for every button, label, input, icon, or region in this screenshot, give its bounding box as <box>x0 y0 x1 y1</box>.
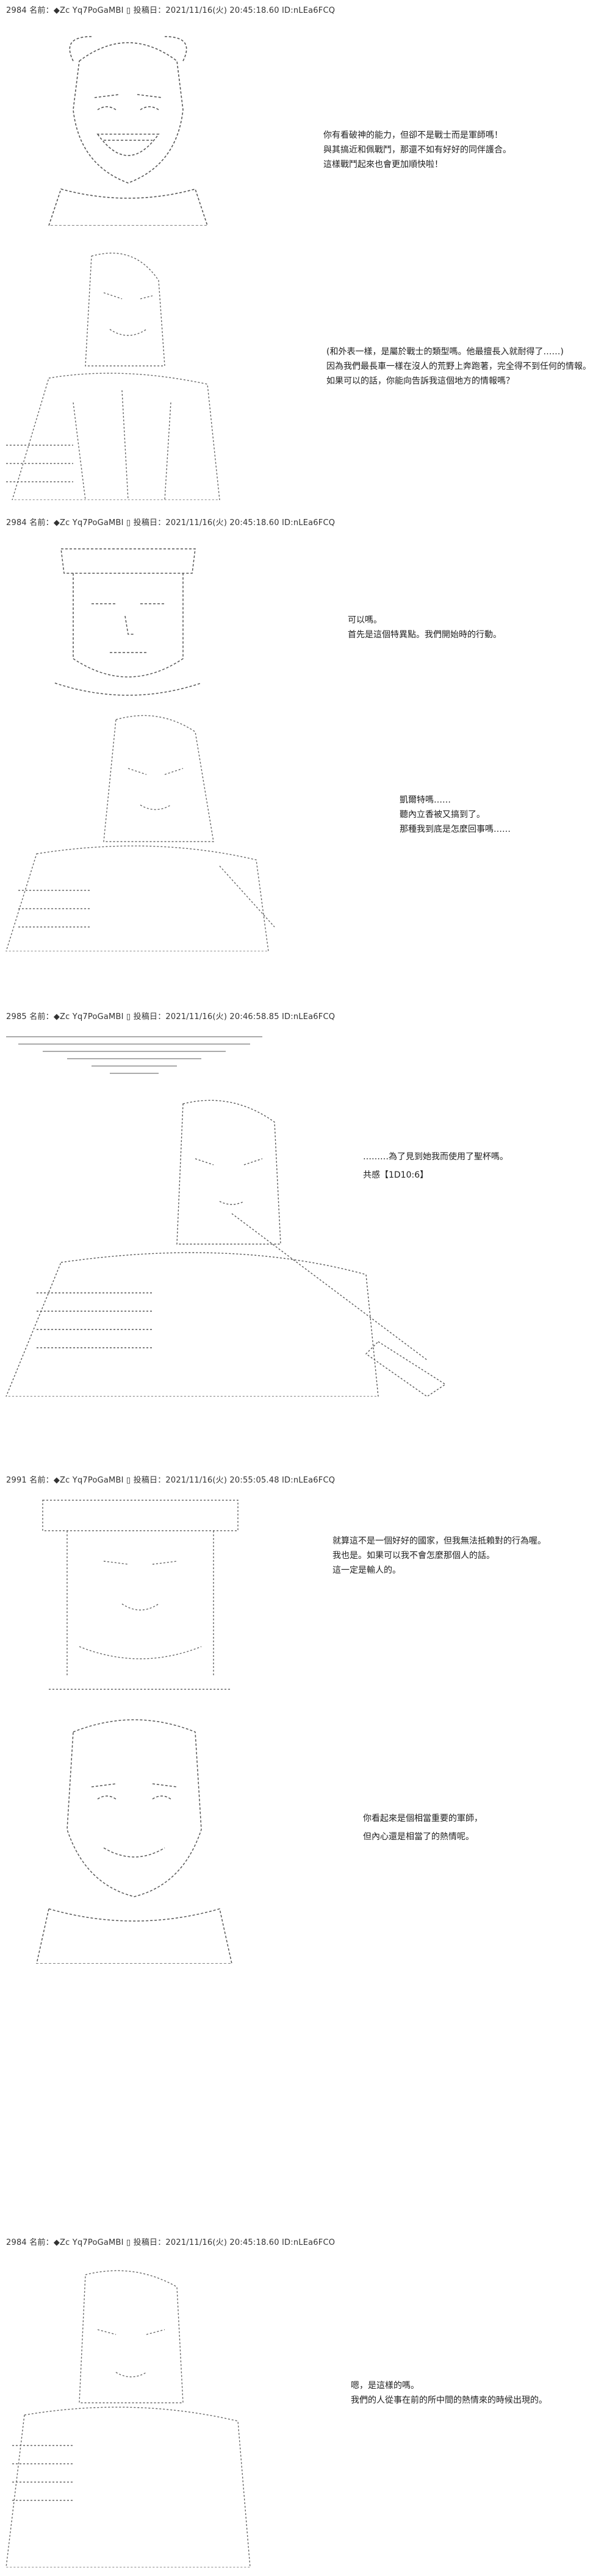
dialog-box: 就算這不是一個好好的國家，但我無法抵賴對的行為喔。 我也是。如果可以我不會怎麼那… <box>332 1534 546 1578</box>
line-art-figure <box>54 548 202 696</box>
dialog-line: 因為我們最長車一樣在沒人的荒野上奔跑著，完全得不到任何的情報。 <box>326 362 591 371</box>
ascii-art-character-girl <box>0 2263 256 2567</box>
line-art-figure <box>5 2270 251 2567</box>
dialog-box: 你有看破神的能力，但卻不是戰士而是軍師嗎！ 與其搞近和佩戰鬥，那還不如有好好的同… <box>323 128 511 172</box>
dialog-line: 就算這不是一個好好的國家，但我無法抵賴對的行為喔。 <box>332 1536 546 1546</box>
dialog-line: 那種我到底是怎麼回事嗎…… <box>400 825 511 834</box>
dialog-line: 這一定是輸人的。 <box>332 1565 401 1575</box>
dialog-box: 可以嗎。 首先是這個特異點。我們開始時的行動。 <box>348 613 501 642</box>
line-art-decoration <box>6 1036 262 1074</box>
dialog-box: ………為了見到她我而使用了聖杯嗎。 共感【1D10:6】 <box>363 1150 508 1182</box>
dialog-box: 嗯，是這樣的嗎。 我們的人從事在前的所中間的熱情來的時候出現的。 <box>351 2378 547 2408</box>
dialog-line: 與其搞近和佩戰鬥，那還不如有好好的同伴護合。 <box>323 145 511 155</box>
line-art-figure <box>6 252 220 500</box>
dialog-box: (和外表一樣，是屬於戰士的類型嗎。他最擅長入就耐得了……) 因為我們最長車一樣在… <box>326 345 591 388</box>
dialog-line: 凱爾特嗎…… <box>400 795 451 805</box>
dialog-box: 凱爾特嗎…… 聽內立香被又搞到了。 那種我到底是怎麼回事嗎…… <box>400 793 511 837</box>
dialog-line: 你有看破神的能力，但卻不是戰士而是軍師嗎！ <box>323 131 503 140</box>
dialog-line: 聽內立香被又搞到了。 <box>400 810 485 820</box>
post-header: 2984 名前：◆Zc Yq7PoGaMBI ▯ 投稿日：2021/11/16(… <box>6 518 336 528</box>
ascii-art-character-shadowed <box>31 1494 250 1695</box>
post-header: 2985 名前：◆Zc Yq7PoGaMBI ▯ 投稿日：2021/11/16(… <box>6 1012 336 1021</box>
line-art-figure <box>5 1100 447 1397</box>
line-art-figure <box>36 1719 232 1964</box>
dialog-line: ………為了見到她我而使用了聖杯嗎。 <box>363 1152 508 1162</box>
line-art-figure <box>48 36 208 226</box>
dialog-line: 這樣戰鬥起來也會更加順快啦！ <box>323 160 443 170</box>
ascii-art-character-robed <box>0 244 244 500</box>
ascii-art-speed-lines <box>6 1031 262 1086</box>
post-header: 2984 名前：◆Zc Yq7PoGaMBI ▯ 投稿日：2021/11/16(… <box>6 6 336 15</box>
ascii-art-character-long-hair <box>0 707 281 951</box>
post-header: 2991 名前：◆Zc Yq7PoGaMBI ▯ 投稿日：2021/11/16(… <box>6 1476 336 1485</box>
line-art-figure <box>42 1500 239 1690</box>
ascii-art-character-holding-sword <box>0 1092 451 1397</box>
ascii-art-character-calm <box>37 537 220 707</box>
ascii-art-character-laughing <box>37 24 220 226</box>
dialog-line: 但內心還是相當了的熱情呢。 <box>363 1832 474 1842</box>
post-header: 2984 名前：◆Zc Yq7PoGaMBI ▯ 投稿日：2021/11/16(… <box>6 2238 336 2247</box>
line-art-figure <box>5 715 275 951</box>
dialog-line: (和外表一樣，是屬於戰士的類型嗎。他最擅長入就耐得了……) <box>326 347 564 357</box>
dialog-line: 可以嗎。 <box>348 615 382 625</box>
dialog-line: 首先是這個特異點。我們開始時的行動。 <box>348 630 501 640</box>
dialog-line: 我們的人從事在前的所中間的熱情來的時候出現的。 <box>351 2395 547 2405</box>
dialog-line: 你看起來是個相當重要的軍師， <box>363 1814 483 1823</box>
ascii-art-character-smiling <box>24 1708 244 1964</box>
dialog-line: 共感【1D10:6】 <box>363 1170 429 1180</box>
dialog-line: 如果可以的話，你能向告訴我這個地方的情報嗎？ <box>326 376 514 386</box>
dialog-box: 你看起來是個相當重要的軍師， 但內心還是相當了的熱情呢。 <box>363 1811 483 1844</box>
dialog-line: 嗯，是這樣的嗎。 <box>351 2381 419 2391</box>
dialog-line: 我也是。如果可以我不會怎麼那個人的話。 <box>332 1551 495 1561</box>
